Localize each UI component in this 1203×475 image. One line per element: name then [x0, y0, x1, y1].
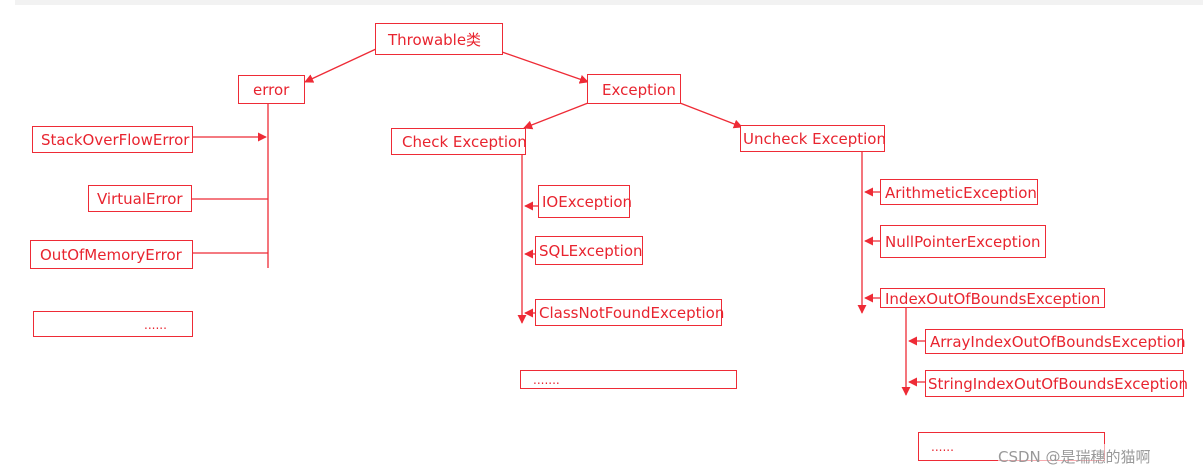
edge-throwable-error — [304, 48, 377, 83]
edge-exception-uncheck — [679, 102, 743, 129]
node-io: IOException — [538, 185, 632, 218]
csdn-watermark: CSDN @是瑞穗的猫啊 — [998, 444, 1198, 470]
node-check: Check Exception — [391, 128, 527, 155]
node-throwable: Throwable类 — [375, 23, 503, 55]
node-exception: Exception — [587, 74, 681, 104]
node-virtualerror: VirtualError — [88, 185, 192, 212]
node-classnotfound: ClassNotFoundException — [535, 299, 724, 326]
node-stringindex: StringIndexOutOfBoundsException — [925, 370, 1188, 397]
node-error-more: ...... — [33, 311, 193, 337]
node-arrayindex: ArrayIndexOutOfBoundsException — [925, 329, 1186, 354]
node-arithmetic: ArithmeticException — [880, 179, 1038, 205]
node-sql: SQLException — [535, 236, 643, 265]
node-stackoverflow: StackOverFlowError — [32, 126, 193, 153]
node-outofmemory: OutOfMemoryError — [30, 240, 193, 269]
edge-throwable-exception — [501, 51, 589, 84]
edge-exception-check — [523, 102, 589, 130]
node-uncheck: Uncheck Exception — [740, 125, 886, 152]
node-indexoutofbounds: IndexOutOfBoundsException — [880, 288, 1105, 308]
node-error: error — [238, 75, 305, 104]
node-check-more: ....... — [520, 370, 737, 389]
top-bar — [15, 0, 1203, 5]
node-nullpointer: NullPointerException — [880, 225, 1046, 258]
